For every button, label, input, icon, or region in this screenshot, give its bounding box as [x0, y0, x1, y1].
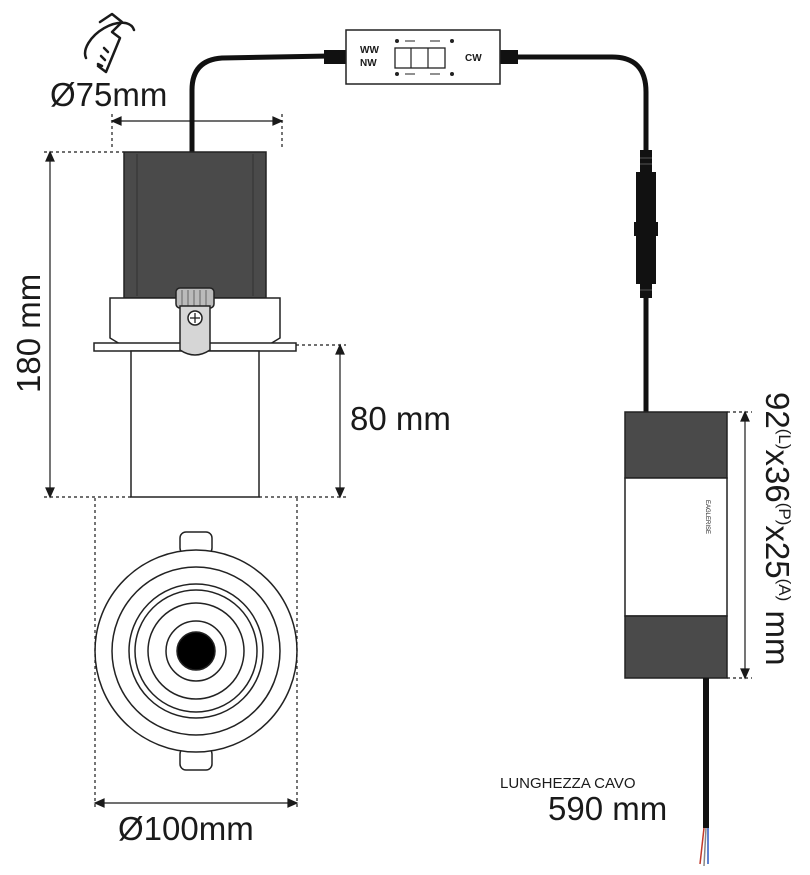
driver-brand-logo: EAGLERISE — [704, 500, 710, 534]
saw-cutout-icon — [83, 12, 136, 74]
cable-length-caption: LUNGHEZZA CAVO — [500, 775, 636, 792]
diameter-label: Ø100mm — [118, 810, 254, 847]
switch-ww-label: WW — [360, 45, 379, 56]
top-cable — [189, 53, 331, 152]
diameter-dimension-line — [93, 498, 299, 810]
driver-length-value: 92 — [759, 392, 796, 429]
cutout-diameter-label: Ø75mm — [50, 76, 167, 113]
height-total-dimension-line — [44, 150, 131, 499]
driver-dimension-line — [727, 410, 752, 680]
lower-housing — [130, 350, 260, 498]
heatsink-body — [123, 151, 267, 299]
driver-top-cap — [624, 411, 728, 479]
driver-height-value: x25 — [759, 525, 796, 578]
cable-length-value: 590 mm — [548, 790, 667, 827]
height-lower-label: 80 mm — [350, 400, 451, 437]
driver-unit: mm — [759, 601, 796, 665]
driver-length-sup: (L) — [775, 429, 794, 450]
cct-switch-box: WW NW CW — [324, 29, 518, 85]
driver-height-sup: (A) — [775, 579, 794, 602]
driver-depth-sup: (P) — [775, 503, 794, 526]
height-lower-dimension-line — [259, 343, 346, 499]
switch-slider — [394, 47, 446, 69]
led-driver: EAGLERISE — [624, 411, 728, 679]
cutout-dimension-line — [110, 114, 284, 150]
height-total-label: 180 mm — [10, 274, 47, 393]
driver-depth-value: x36 — [759, 450, 796, 503]
downlight-side-view — [93, 53, 331, 498]
driver-dimensions-label: 92(L)x36(P)x25(A) mm — [759, 392, 796, 665]
spring-clip — [175, 287, 215, 356]
cable-to-driver — [518, 54, 649, 412]
output-cable — [699, 678, 709, 867]
downlight-front-view — [94, 531, 298, 771]
driver-body — [624, 477, 728, 617]
lens — [176, 631, 216, 671]
inline-connector — [634, 150, 658, 298]
switch-nw-label: NW — [360, 58, 377, 69]
switch-cw-label: CW — [465, 53, 482, 64]
driver-bottom-cap — [624, 615, 728, 679]
